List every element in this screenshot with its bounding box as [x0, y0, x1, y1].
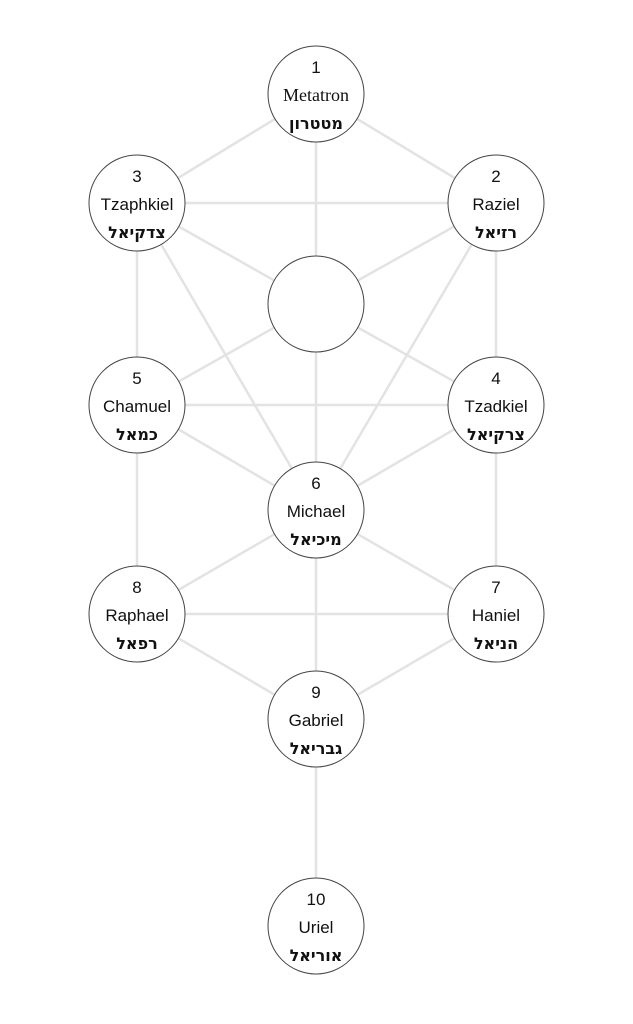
node-name: Raphael [105, 606, 168, 625]
node-hebrew-name: גבריאל [290, 739, 343, 758]
node-hebrew-name: מיכיאל [290, 530, 341, 549]
node-number: 6 [311, 474, 320, 493]
node-hebrew-name: מטטרון [289, 114, 343, 133]
node-hebrew-name: הניאל [474, 634, 518, 653]
node-hebrew-name: כמאל [116, 425, 158, 444]
node-hebrew-name: צרקיאל [467, 425, 525, 444]
node-daath [267, 255, 365, 353]
node-number: 3 [132, 167, 141, 186]
node-name: Tzadkiel [464, 397, 527, 416]
node-name: Metatron [283, 85, 349, 105]
node-name: Michael [287, 502, 346, 521]
node-circle [88, 565, 186, 663]
node-name: Raziel [472, 195, 519, 214]
node-number: 7 [491, 578, 500, 597]
node-number: 1 [311, 58, 320, 77]
node-name: Uriel [299, 918, 334, 937]
node-hebrew-name: אוריאל [290, 946, 343, 965]
node-circle [447, 154, 545, 252]
node-number: 5 [132, 369, 141, 388]
node-name: Haniel [472, 606, 520, 625]
node-circle [88, 154, 186, 252]
node-circle [267, 877, 365, 975]
node-number: 8 [132, 578, 141, 597]
node-circle [267, 461, 365, 559]
node-circle [267, 670, 365, 768]
node-number: 9 [311, 683, 320, 702]
node-name: Chamuel [103, 397, 171, 416]
node-name: Gabriel [289, 711, 344, 730]
node-circle [267, 255, 365, 353]
node-circle [447, 565, 545, 663]
node-circle [267, 45, 365, 143]
node-circle [88, 356, 186, 454]
node-number: 2 [491, 167, 500, 186]
node-hebrew-name: רפאל [116, 634, 157, 653]
node-circle [447, 356, 545, 454]
node-number: 10 [307, 890, 326, 909]
path-3-6 [135, 202, 318, 511]
node-hebrew-name: צדקיאל [108, 223, 166, 242]
node-name: Tzaphkiel [101, 195, 174, 214]
node-number: 4 [491, 369, 500, 388]
node-hebrew-name: רזיאל [475, 223, 517, 242]
path-2-6 [314, 202, 498, 511]
